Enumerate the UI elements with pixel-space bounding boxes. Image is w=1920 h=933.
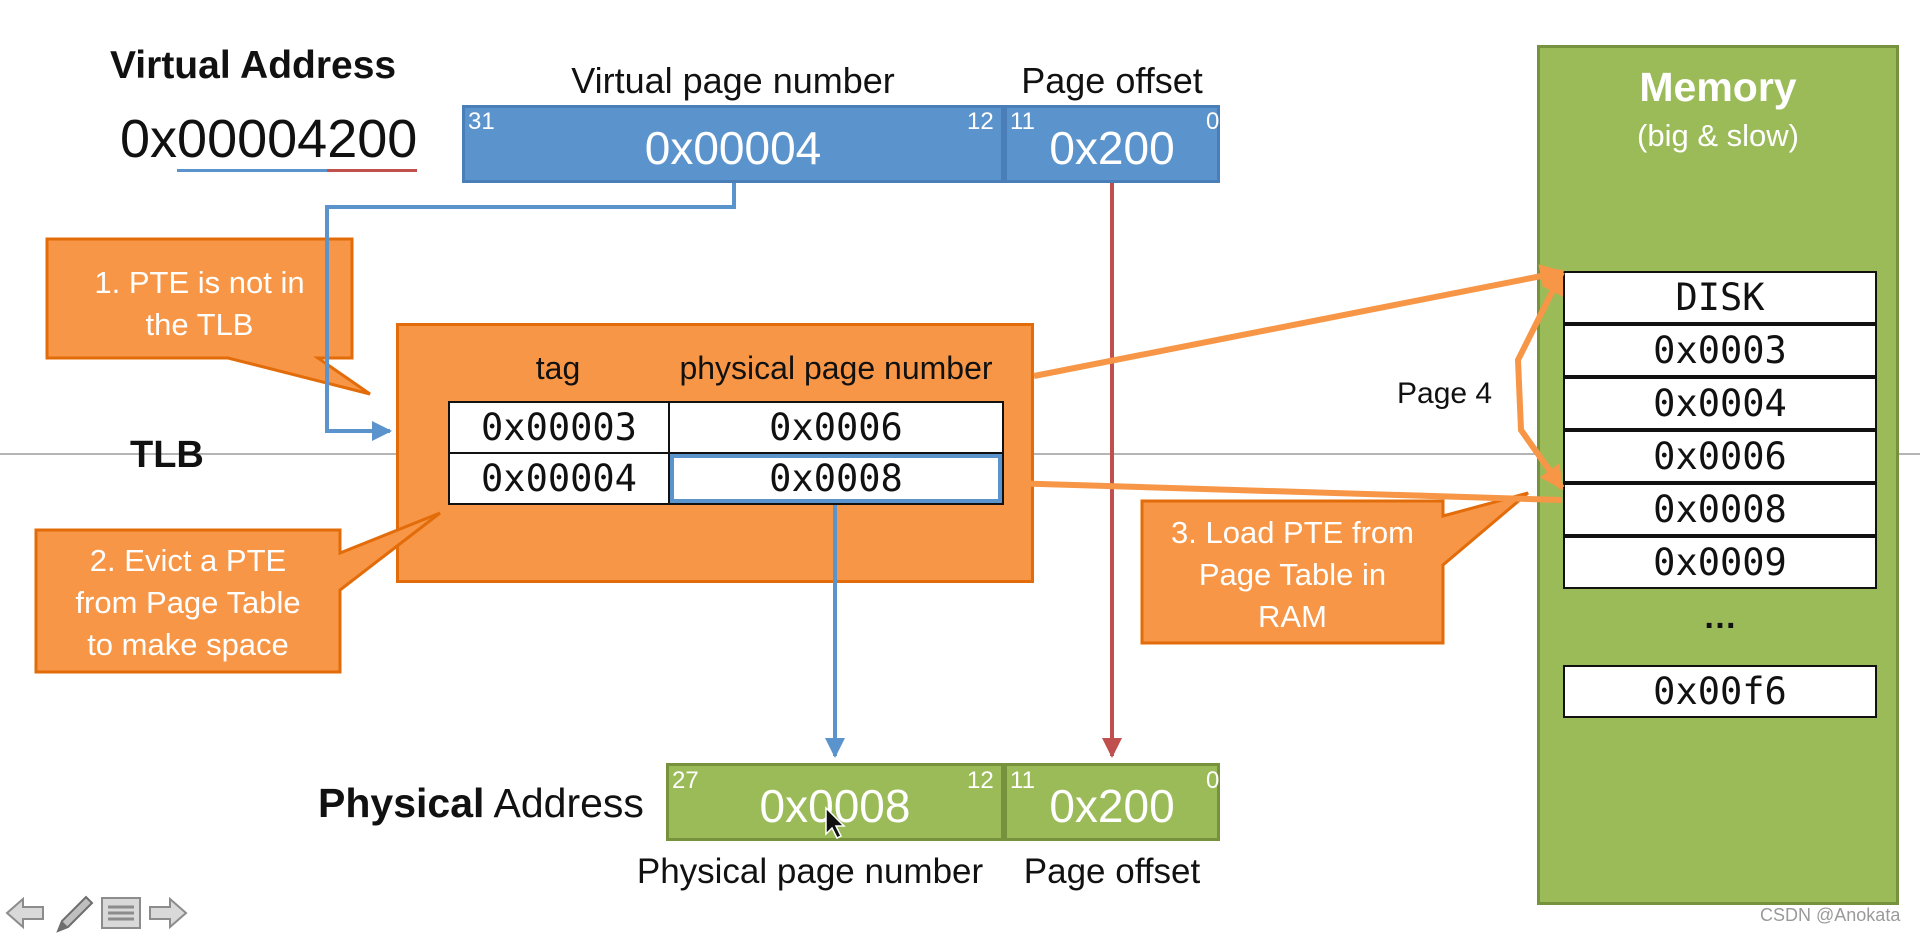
pen-icon[interactable]: [52, 893, 96, 933]
callout-1-line: the TLB: [145, 307, 254, 342]
callout-3-line: RAM: [1258, 599, 1327, 634]
memory-row: 0x0009: [1563, 536, 1877, 589]
bit-31: 31: [468, 108, 495, 135]
callout-1-line: 1. PTE is not in: [94, 265, 305, 300]
watermark: CSDN @Anokata: [1760, 905, 1901, 925]
vpn-field: [462, 105, 1004, 183]
callout-3-shape: [1140, 491, 1529, 645]
offset-field-value: 0x200: [1049, 122, 1175, 174]
memory-row: 0x0008: [1563, 483, 1877, 536]
bit-0: 0: [1206, 767, 1220, 794]
memory-subtitle: (big & slow): [1637, 118, 1799, 153]
virtual-address-value: 0x00004200: [120, 108, 418, 172]
callout-2-line: from Page Table: [75, 585, 301, 620]
physical-offset-label: Page offset: [1023, 852, 1201, 891]
menu-icon[interactable]: [100, 896, 142, 930]
physical-heading-rest: Address: [484, 780, 644, 826]
offset-label: Page offset: [1021, 60, 1203, 101]
callout-3-line: 3. Load PTE from: [1171, 515, 1414, 550]
memory-row-last: 0x00f6: [1563, 665, 1877, 718]
bit-11: 11: [1010, 767, 1035, 794]
bit-12: 12: [967, 108, 994, 135]
vpn-label: Virtual page number: [571, 60, 895, 101]
page-4-label: Page 4: [1397, 377, 1493, 410]
offset-digits: 200: [327, 109, 418, 172]
physical-offset-field: [1004, 763, 1220, 841]
offset-field: [1004, 105, 1220, 183]
tlb-ppn-cell-selected: 0x0008: [668, 452, 1004, 505]
physical-offset-field-value: 0x200: [1049, 780, 1175, 832]
callout-2-shape: [34, 511, 441, 674]
memory-row-disk: DISK: [1563, 271, 1877, 324]
tlb-label: TLB: [130, 434, 204, 476]
physical-heading-bold: Physical: [318, 780, 485, 826]
memory-row: 0x0004: [1563, 377, 1877, 430]
bit-27: 27: [672, 767, 699, 794]
virtual-address-heading: Virtual Address: [110, 44, 397, 87]
vpn-field-value: 0x00004: [644, 122, 822, 174]
callout-3-line: Page Table in: [1198, 557, 1387, 592]
callout-2-line: 2. Evict a PTE: [89, 543, 287, 578]
ppn-field-value: 0x0008: [759, 780, 911, 832]
tlb-tag-cell: 0x00004: [448, 452, 670, 505]
bit-0: 0: [1206, 108, 1220, 135]
physical-address-heading: Physical Address: [318, 780, 644, 827]
callout-2-line: to make space: [87, 627, 289, 662]
bit-12: 12: [967, 767, 994, 794]
memory-row: 0x0003: [1563, 324, 1877, 377]
hex-prefix: 0x: [120, 109, 178, 169]
physical-ppn-label: Physical page number: [636, 852, 984, 891]
vpn-digits: 00004: [177, 109, 328, 172]
memory-row: 0x0006: [1563, 430, 1877, 483]
back-arrow-icon[interactable]: [5, 896, 45, 930]
forward-arrow-icon[interactable]: [148, 896, 188, 930]
memory-ellipsis: …: [1703, 598, 1737, 636]
bit-11: 11: [1010, 108, 1035, 135]
memory-title: Memory: [1639, 64, 1797, 110]
